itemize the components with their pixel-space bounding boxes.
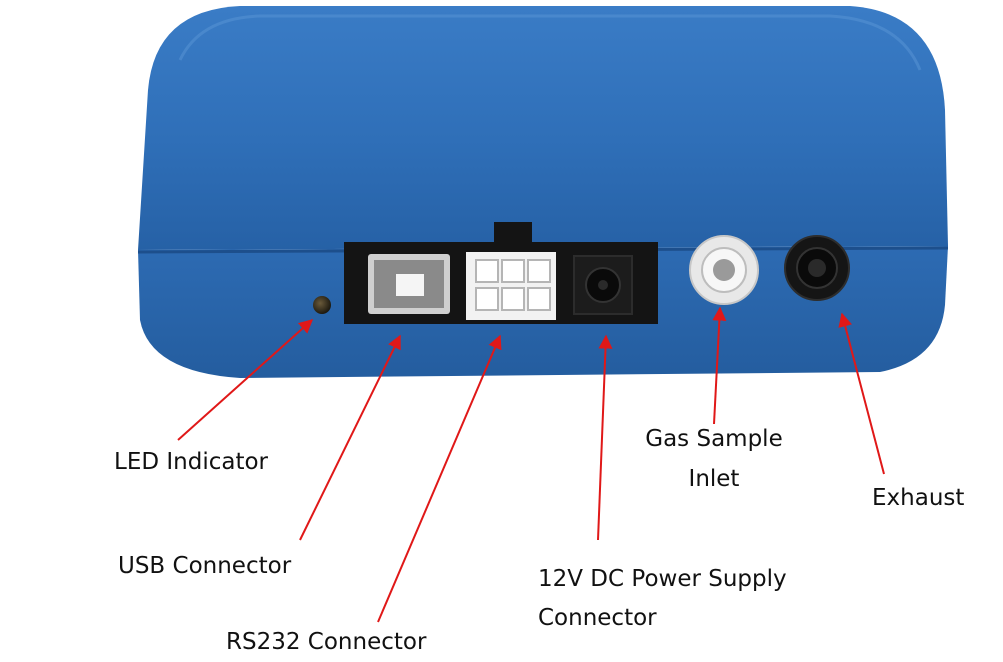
callout-arrows <box>177 306 885 623</box>
device-top-shell <box>138 6 948 250</box>
label-exhaust: Exhaust <box>872 485 965 511</box>
rs232-port <box>466 252 556 320</box>
arrow-rs232-connector <box>377 334 502 623</box>
panel-latch <box>494 222 532 246</box>
label-gas-inlet-line1: Gas Sample <box>645 426 783 452</box>
arrow-gas-inlet <box>712 306 727 425</box>
arrow-led-indicator <box>177 319 314 441</box>
label-power-connector-line1: 12V DC Power Supply <box>538 566 787 592</box>
label-usb-connector: USB Connector <box>118 553 292 579</box>
label-power-connector-line2: Connector <box>538 605 657 631</box>
exhaust-fitting <box>784 235 850 301</box>
arrow-usb-connector <box>299 334 401 541</box>
usb-port <box>368 254 450 314</box>
label-led-indicator: LED Indicator <box>114 449 269 475</box>
arrow-power-connector <box>597 334 613 541</box>
gas-inlet-fitting <box>689 235 759 305</box>
arrow-exhaust <box>838 312 885 475</box>
label-rs232-connector: RS232 Connector <box>226 629 427 655</box>
label-gas-inlet-line2: Inlet <box>688 466 740 492</box>
led-indicator <box>313 296 331 314</box>
top-highlight <box>178 14 922 71</box>
dc-power-jack <box>573 255 633 315</box>
connector-panel <box>344 222 658 324</box>
